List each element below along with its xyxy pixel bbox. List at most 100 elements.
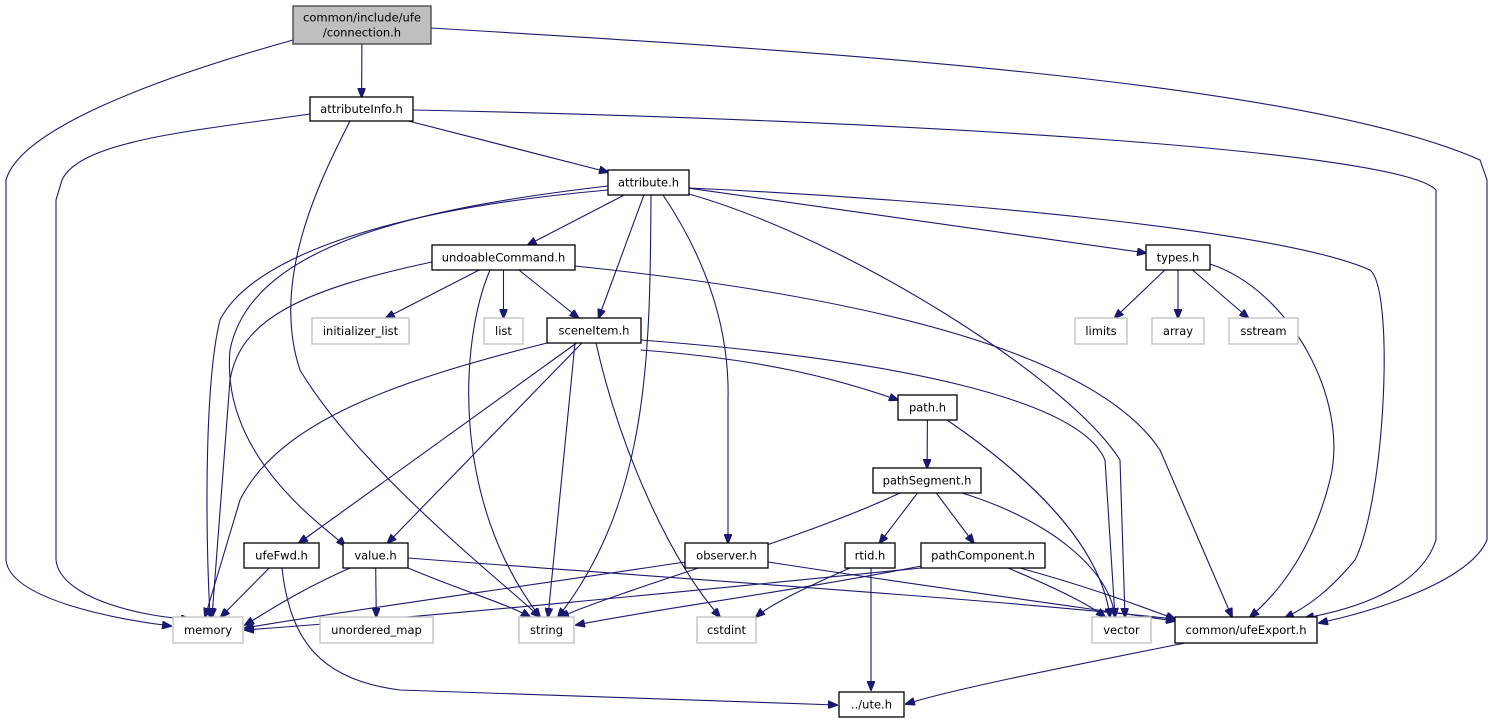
node-types[interactable]: types.h xyxy=(1145,244,1211,271)
node-box xyxy=(696,616,757,644)
node-box xyxy=(546,317,642,344)
node-value[interactable]: value.h xyxy=(342,542,409,569)
node-unordered_map: unordered_map xyxy=(319,616,434,644)
edge-types-to-limits xyxy=(1115,269,1166,318)
node-pathComponent[interactable]: pathComponent.h xyxy=(920,542,1046,569)
node-label: ../ute.h xyxy=(851,698,892,712)
edge-undoableCommand-to-ufeExport xyxy=(574,265,1232,617)
node-ufeFwd[interactable]: ufeFwd.h xyxy=(243,542,320,569)
node-label: limits xyxy=(1085,324,1116,338)
edge-sceneItem-to-path xyxy=(640,349,898,400)
edge-attribute-to-types xyxy=(688,187,1146,253)
node-box xyxy=(172,616,244,644)
node-box xyxy=(342,542,409,569)
node-ufeExport[interactable]: common/ufeExport.h xyxy=(1174,616,1318,644)
edge-attribute-to-undoableCommand xyxy=(528,194,625,245)
node-box xyxy=(292,5,432,45)
node-box xyxy=(483,317,524,345)
node-pathSegment[interactable]: pathSegment.h xyxy=(872,467,982,494)
edge-attribute-to-string xyxy=(558,194,652,617)
node-label: cstdint xyxy=(707,623,747,637)
edge-sceneItem-to-value xyxy=(388,342,583,543)
node-label: string xyxy=(530,623,563,637)
edge-pathComponent-to-ufeExport xyxy=(1019,567,1175,619)
node-label: undoableCommand.h xyxy=(442,251,566,265)
edge-pathSegment-to-vector xyxy=(961,492,1115,617)
node-attributeInfo[interactable]: attributeInfo.h xyxy=(309,96,414,122)
edge-attribute-to-memory xyxy=(207,189,609,617)
node-box xyxy=(684,542,769,569)
node-list: list xyxy=(483,317,524,345)
node-label: initializer_list xyxy=(323,324,399,338)
node-label: attribute.h xyxy=(618,176,679,190)
node-sstream: sstream xyxy=(1228,317,1299,345)
node-label: unordered_map xyxy=(331,623,422,637)
edge-path-to-vector xyxy=(946,419,1110,617)
node-vector: vector xyxy=(1091,616,1152,644)
node-label: path.h xyxy=(909,401,946,415)
node-box xyxy=(311,317,410,345)
node-box xyxy=(1228,317,1299,345)
edge-attribute-to-observer xyxy=(662,194,728,543)
edge-value-to-unordered_map xyxy=(376,567,377,617)
node-limits: limits xyxy=(1074,317,1128,345)
node-label: common/include/ufe xyxy=(303,11,421,25)
node-label: common/ufeExport.h xyxy=(1186,623,1307,637)
node-label: array xyxy=(1163,324,1193,338)
node-box xyxy=(243,542,320,569)
node-attribute[interactable]: attribute.h xyxy=(607,169,690,196)
edge-sceneItem-to-ufeFwd xyxy=(299,342,577,543)
edge-pathSegment-to-pathComponent xyxy=(935,492,973,543)
edge-ufeExport-to-ute xyxy=(906,642,1186,704)
edge-attribute-to-sceneItem xyxy=(599,194,645,318)
edge-value-to-memory xyxy=(245,567,351,625)
node-box xyxy=(1174,616,1318,644)
node-label: sceneItem.h xyxy=(559,324,630,338)
node-path[interactable]: path.h xyxy=(897,394,958,421)
node-box xyxy=(897,394,958,421)
edge-ufeFwd-to-memory xyxy=(221,567,270,617)
node-sceneItem[interactable]: sceneItem.h xyxy=(546,317,642,344)
node-label: vector xyxy=(1103,623,1140,637)
edge-pathComponent-to-string xyxy=(576,565,922,625)
node-box xyxy=(518,616,575,644)
node-label: pathSegment.h xyxy=(883,474,972,488)
edge-attribute-to-ufeExport xyxy=(688,187,1385,618)
edge-attribute-to-vector xyxy=(688,193,1125,617)
edge-attributeInfo-to-attribute xyxy=(408,120,608,172)
node-array: array xyxy=(1151,317,1205,345)
node-connection[interactable]: common/include/ufe/connection.h xyxy=(292,5,432,45)
edges xyxy=(5,27,1488,705)
node-label: types.h xyxy=(1157,251,1200,265)
node-box xyxy=(838,691,905,718)
node-box xyxy=(872,467,982,494)
node-label: memory xyxy=(184,623,232,637)
edge-connection-to-ufeExport xyxy=(430,27,1488,623)
edge-value-to-ufeExport xyxy=(407,557,1175,619)
node-label: value.h xyxy=(354,549,396,563)
node-label: observer.h xyxy=(696,549,757,563)
node-ute[interactable]: ../ute.h xyxy=(838,691,905,718)
edge-undoableCommand-to-string xyxy=(468,269,540,617)
node-undoableCommand[interactable]: undoableCommand.h xyxy=(431,244,576,271)
node-label: attributeInfo.h xyxy=(320,102,403,116)
node-label: /connection.h xyxy=(323,26,401,40)
node-label: sstream xyxy=(1240,324,1286,338)
edge-undoableCommand-to-sceneItem xyxy=(518,269,579,318)
edge-pathSegment-to-rtid xyxy=(880,492,918,543)
edge-connection-to-memory xyxy=(5,39,294,626)
node-cstdint: cstdint xyxy=(696,616,757,644)
edge-ufeFwd-to-ute xyxy=(281,567,837,705)
edge-sceneItem-to-memory xyxy=(205,342,548,617)
node-label: rtid.h xyxy=(855,549,886,563)
node-string: string xyxy=(518,616,575,644)
node-initializer_list: initializer_list xyxy=(311,317,410,345)
edge-observer-to-ufeExport xyxy=(767,561,1175,621)
edge-attribute-to-value xyxy=(228,185,609,546)
edge-sceneItem-to-string xyxy=(548,342,576,617)
node-box xyxy=(1145,244,1211,271)
node-rtid[interactable]: rtid.h xyxy=(844,542,896,569)
node-observer[interactable]: observer.h xyxy=(684,542,769,569)
edge-pathComponent-to-vector xyxy=(1007,567,1105,617)
